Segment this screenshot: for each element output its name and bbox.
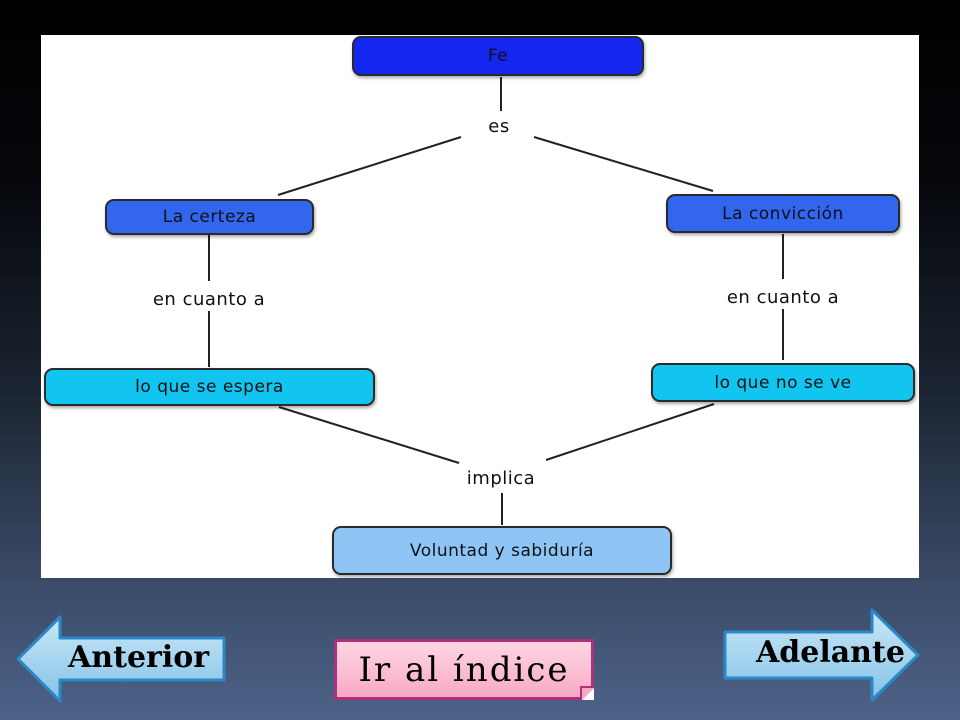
adelante-button[interactable]: Adelante [722, 607, 922, 703]
node-voluntad-y-sabiduria: Voluntad y sabiduría [332, 526, 672, 575]
link-label-en-cuanto-a-right: en cuanto a [726, 287, 840, 308]
node-lo-que-no-se-ve: lo que no se ve [651, 363, 915, 402]
anterior-label: Anterior [68, 640, 210, 675]
page-curl-icon [580, 686, 594, 700]
anterior-button[interactable]: Anterior [14, 614, 228, 704]
right-arrow-icon [723, 608, 920, 702]
line-es-certeza [277, 136, 462, 196]
left-arrow-icon [16, 615, 226, 703]
concept-map: Fe es La certeza La convicción en cuanto… [41, 35, 919, 578]
node-la-certeza: La certeza [105, 199, 314, 235]
link-label-en-cuanto-a-left: en cuanto a [152, 289, 266, 310]
ir-al-indice-button[interactable]: Ir al índice [334, 639, 594, 700]
ir-al-indice-label: Ir al índice [358, 649, 570, 690]
link-label-implica: implica [466, 468, 536, 489]
adelante-label: Adelante [756, 635, 905, 670]
connector-lines [208, 77, 784, 525]
line-es-conviccion [533, 136, 714, 192]
line-espera-implica [278, 406, 460, 464]
link-label-es: es [488, 116, 510, 137]
node-la-conviccion: La convicción [666, 194, 900, 233]
node-fe: Fe [352, 36, 644, 76]
line-nosevee-implica [545, 403, 715, 461]
node-lo-que-se-espera: lo que se espera [44, 368, 375, 406]
